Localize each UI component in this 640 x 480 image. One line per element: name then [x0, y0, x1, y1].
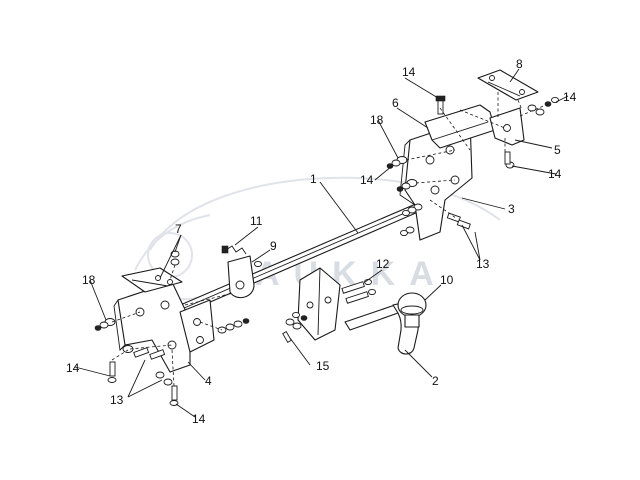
screw-11	[221, 245, 247, 255]
center-hardware	[282, 311, 308, 343]
callout-14-top-right: 14	[563, 90, 577, 104]
center-bracket	[297, 267, 341, 341]
leader-lines	[74, 68, 569, 418]
left-hardware	[94, 250, 250, 406]
callout-8: 8	[516, 57, 523, 71]
callout-14-top: 14	[402, 65, 416, 79]
right-hardware	[386, 95, 559, 237]
right-plate-8	[477, 69, 539, 101]
callout-5: 5	[554, 143, 561, 157]
left-bracket-7	[121, 267, 183, 293]
left-inner-plate	[179, 299, 215, 353]
callout-14-bottom: 14	[192, 412, 206, 426]
right-mounting-plate	[399, 119, 473, 241]
callout-13-right: 13	[476, 257, 490, 271]
callout-15: 15	[316, 359, 330, 373]
callout-14-mid: 14	[360, 173, 374, 187]
right-bracket-5	[489, 107, 525, 146]
callout-2: 2	[432, 374, 439, 388]
callout-4: 4	[205, 374, 212, 388]
callout-18-right: 18	[370, 113, 384, 127]
callout-14-right: 14	[548, 167, 562, 181]
socket-bracket	[227, 255, 262, 299]
right-assembly-lines	[405, 92, 549, 219]
callout-13-left: 13	[110, 393, 124, 407]
callout-7: 7	[175, 222, 182, 236]
callout-11: 11	[250, 214, 263, 228]
bolts-12	[341, 278, 376, 304]
tow-ball	[397, 292, 427, 328]
right-top-bracket	[424, 104, 496, 149]
callout-6: 6	[392, 96, 399, 110]
callout-10: 10	[440, 273, 454, 287]
callout-3: 3	[508, 202, 515, 216]
callout-1: 1	[310, 172, 317, 186]
callouts: 1 2 3 4 5 6 7 8 9 10 11 12 13 13 14 14 1…	[66, 57, 577, 426]
callout-14-left: 14	[66, 361, 80, 375]
callout-18-left: 18	[82, 273, 96, 287]
callout-9: 9	[270, 239, 277, 253]
callout-12: 12	[376, 257, 390, 271]
